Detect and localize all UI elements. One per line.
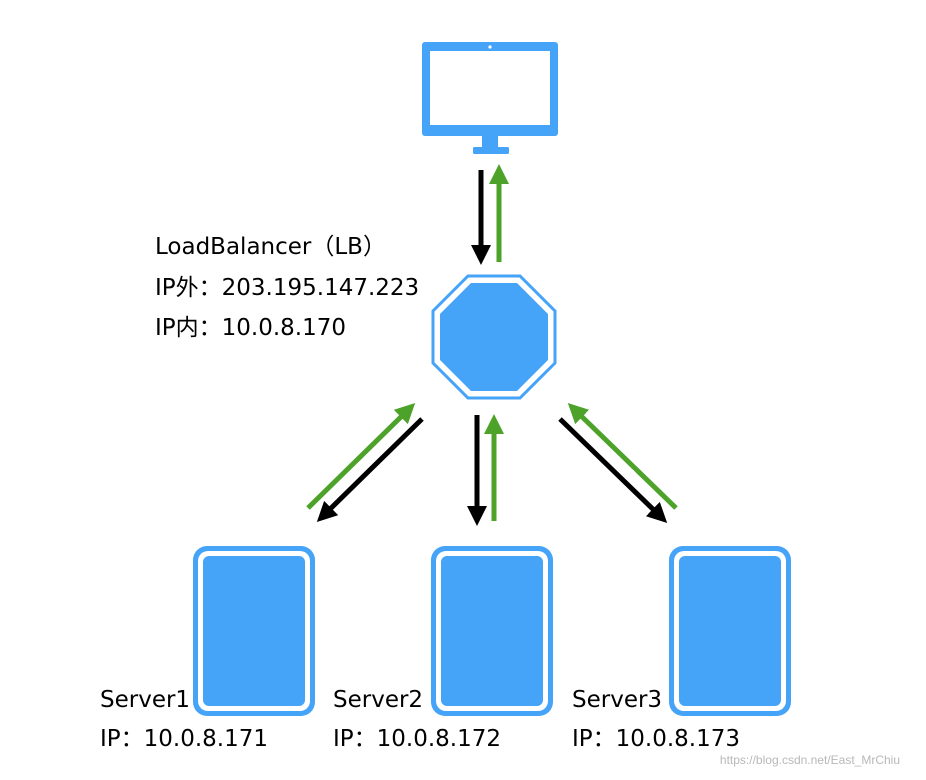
server1-name-label: Server1 xyxy=(100,687,191,713)
lb-name-label: LoadBalancer（LB） xyxy=(155,234,386,260)
lb-ip-internal-label: IP内：10.0.8.170 xyxy=(155,315,347,341)
watermark-text: https://blog.csdn.net/East_MrChiu xyxy=(719,753,900,767)
server1-ip-label: IP：10.0.8.171 xyxy=(100,726,269,752)
octagon-icon xyxy=(431,274,557,400)
server3-ip-label: IP：10.0.8.173 xyxy=(572,726,741,752)
response-arrow-server1-to-lb xyxy=(306,403,416,510)
server1-icon xyxy=(193,546,315,716)
monitor-icon xyxy=(422,42,558,154)
server3-name-label: Server3 xyxy=(572,687,663,713)
request-arrow-lb-to-server1 xyxy=(316,417,424,522)
server2-name-label: Server2 xyxy=(333,687,424,713)
response-arrow-server3-to-lb xyxy=(567,403,678,510)
server3-icon xyxy=(669,546,791,716)
lb-ip-external-label: IP外：203.195.147.223 xyxy=(155,275,420,301)
server2-ip-label: IP：10.0.8.172 xyxy=(333,726,502,752)
request-arrow-lb-to-server3 xyxy=(558,417,668,523)
server2-icon xyxy=(431,546,553,716)
